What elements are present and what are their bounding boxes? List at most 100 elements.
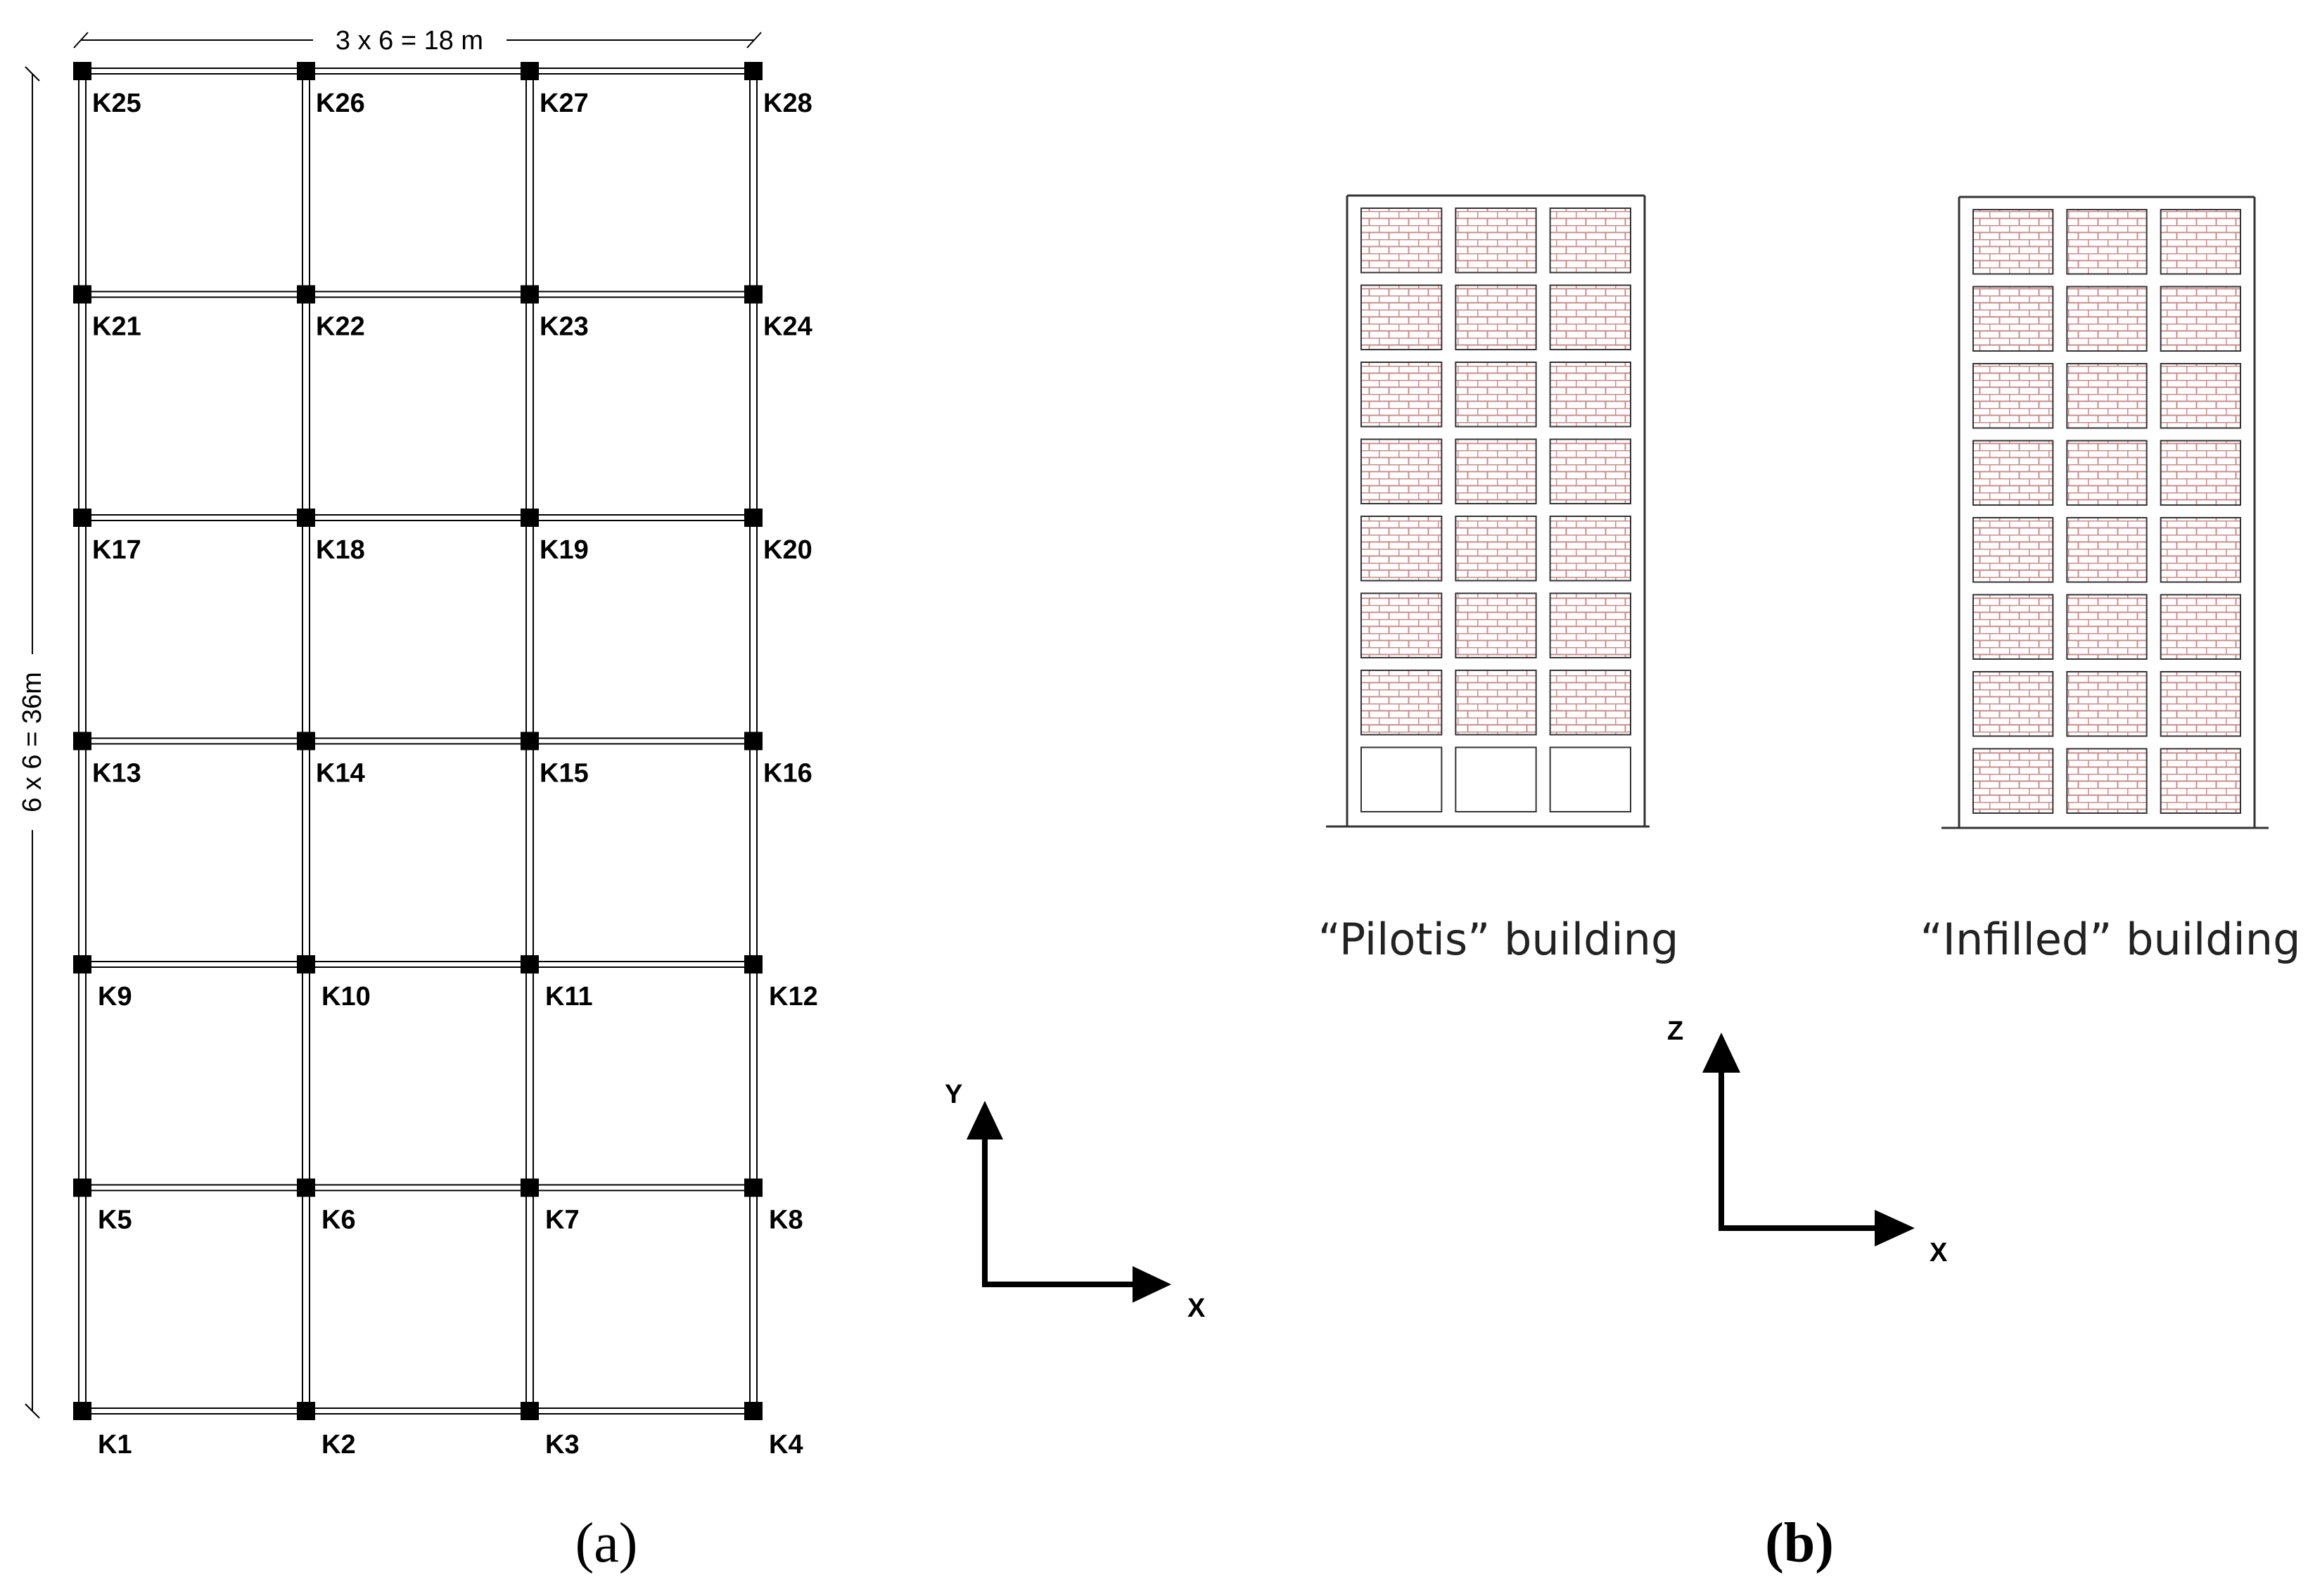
beam-x [82,737,306,745]
beam-x [82,68,306,75]
column-label-k9: K9 [98,982,132,1011]
beam-x [530,737,753,745]
column-label-k21: K21 [92,312,141,342]
column-label-k19: K19 [540,535,589,565]
beam-y [78,964,87,1188]
beam-x [530,514,753,521]
beam-y [302,71,310,295]
beam-y [78,518,87,741]
column-k14 [297,732,315,751]
beam-x [82,514,306,521]
top-dimension: 3 x 6 = 18 m [73,26,762,56]
side-dimension-label: 6 x 6 = 36m [18,672,47,812]
beam-y [302,1187,310,1411]
infill-panel [2066,363,2148,429]
infill-panel [1360,670,1443,736]
column-label-k15: K15 [540,759,589,789]
column-k8 [744,1178,763,1197]
x-axis-label-b: X [1930,1238,1948,1268]
infill-panel [1549,284,1632,350]
infill-panel [1455,438,1537,504]
beam-x [306,1407,530,1415]
infill-panel [1360,208,1443,274]
beam-y [525,1187,534,1411]
column-k20 [744,509,763,527]
pilotis-building [1326,194,1650,828]
beam-y [525,964,534,1188]
column-label-k13: K13 [92,759,141,789]
beam-y [749,1187,758,1411]
column-label-k11: K11 [545,982,593,1011]
column-label-k27: K27 [540,89,589,118]
column-label-k17: K17 [92,535,141,565]
infill-panel [1360,284,1443,350]
beam-x [530,68,753,75]
column-k26 [297,62,315,80]
column-k3 [521,1402,539,1420]
column-label-k28: K28 [763,89,812,118]
panel-label-b: (b) [1765,1512,1834,1574]
column-label-k18: K18 [316,535,365,565]
infill-panel [1455,362,1537,428]
column-k13 [73,732,91,751]
column-label-k22: K22 [316,312,365,342]
infill-panel [2066,671,2148,737]
beam-y [749,294,758,518]
column-k1 [73,1402,91,1420]
infill-panel [2160,440,2242,506]
infill-panel [1455,284,1537,350]
column-label-k6: K6 [321,1206,356,1235]
beam-y [749,71,758,295]
column-label-k20: K20 [763,535,812,565]
beam-y [302,964,310,1188]
beam-y [78,1187,87,1411]
infill-panel [1972,671,2054,737]
beam-y [525,294,534,518]
infill-panel [2066,286,2148,352]
infill-panel [1455,516,1537,582]
x-arrow-icon-b [1875,1210,1915,1246]
column-label-k7: K7 [545,1206,580,1235]
infill-panel [1455,208,1537,274]
column-k17 [73,509,91,527]
top-dimension-label: 3 x 6 = 18 m [336,26,483,56]
x-arrow-icon [1133,1266,1171,1303]
column-k25 [73,62,91,80]
beam-x [82,291,306,298]
beam-x [306,1184,530,1192]
column-label-k16: K16 [763,759,812,789]
infill-panel [1455,670,1537,736]
infill-panel [1455,592,1537,658]
column-k23 [521,285,539,304]
column-label-k5: K5 [98,1206,132,1235]
infill-panel [1972,286,2054,352]
panel-b-letter: b [1784,1512,1816,1574]
beam-x [306,737,530,745]
column-k21 [73,285,91,304]
y-arrow-icon [967,1101,1003,1139]
column-k9 [73,955,91,973]
y-axis-label: Y [945,1080,962,1109]
infill-panel [1549,438,1632,504]
open-bay [1360,746,1443,812]
infill-panel [2160,209,2242,275]
building-elevations: “Pilotis” building “Infilled” building Z… [1318,194,2301,1574]
column-k15 [521,732,539,751]
beam-y [525,741,534,964]
infill-panel [2160,671,2242,737]
xy-axes: Y X [945,1080,1206,1323]
column-k18 [297,509,315,527]
beam-y [78,294,87,518]
infill-panel [1360,362,1443,428]
open-bay [1455,746,1537,812]
infill-panel [1360,516,1443,582]
infill-panel [1972,517,2054,583]
infill-panel [1972,440,2054,506]
infill-panel [2066,209,2148,275]
column-k28 [744,62,763,80]
infill-panel [1972,363,2054,429]
z-axis-label: Z [1667,1016,1683,1046]
infilled-building-caption: “Infilled” building [1920,914,2301,965]
